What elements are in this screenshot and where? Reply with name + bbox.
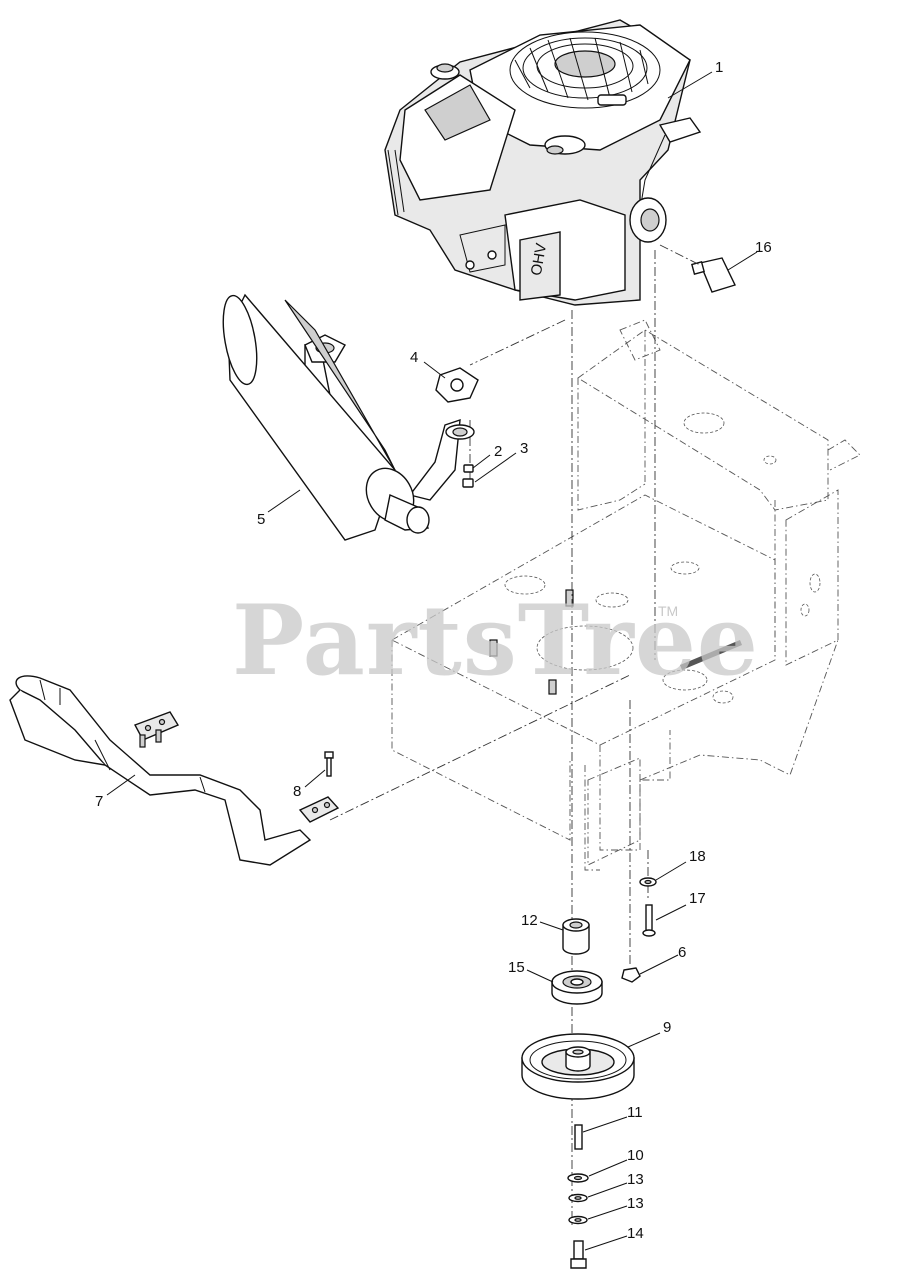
callout-18: 18 [689,848,706,865]
nut-6[interactable] [621,967,641,983]
callout-16: 16 [755,239,772,256]
deck-pin [489,639,498,657]
callout-1: 1 [715,59,723,76]
callout-9: 9 [663,1019,671,1036]
callout-3: 3 [520,440,528,457]
assembly-center-lines [329,250,656,1225]
callout-17: 17 [689,890,706,907]
mower-frame-phantom [391,319,861,871]
pulley-9[interactable] [521,1033,635,1100]
ohv-label-plate [519,231,561,301]
callout-2: 2 [494,443,502,460]
washer-13-upper[interactable] [568,1193,588,1203]
fitting-16[interactable] [659,244,736,293]
nut-2[interactable] [463,464,474,473]
callout-15: 15 [508,959,525,976]
deck-pin [565,589,574,607]
engine-grille-slots [514,37,649,101]
key-11[interactable] [574,1124,583,1150]
callout-13-upper: 13 [627,1171,644,1188]
ohv-decal: OHV [528,242,550,277]
callout-12: 12 [521,912,538,929]
watermark-trademark: TM [658,603,678,619]
engine[interactable]: OHV [384,19,702,306]
washer-10[interactable] [567,1173,589,1183]
muffler-5[interactable] [217,293,475,541]
callout-leaders [106,71,758,1251]
deck-decal [680,640,742,670]
callout-14: 14 [627,1225,644,1242]
deck-pin [548,679,557,695]
bearing-15[interactable] [551,970,603,1005]
callout-11: 11 [627,1104,643,1121]
callout-6: 6 [678,944,686,961]
washer-13-lower[interactable] [568,1215,588,1225]
bolt-8[interactable] [324,751,334,777]
watermark-text: PartsTree [232,584,759,697]
callout-7: 7 [95,793,103,810]
callout-8: 8 [293,783,301,800]
washer-18[interactable] [639,877,657,887]
callout-labels: 1 2 3 4 5 6 7 8 9 10 11 12 13 13 14 15 1… [95,59,772,1242]
gasket-4[interactable] [435,367,479,403]
partstree-watermark: PartsTree TM [232,584,759,697]
callout-5: 5 [257,511,265,528]
bolt-14[interactable] [570,1240,587,1269]
bolt-17[interactable] [642,904,656,937]
callout-10: 10 [627,1147,644,1164]
spacer-12[interactable] [562,918,590,955]
bolt-3[interactable] [462,478,474,488]
handle-bar-7[interactable] [9,675,340,866]
callout-13-lower: 13 [627,1195,644,1212]
callout-4: 4 [410,349,418,366]
